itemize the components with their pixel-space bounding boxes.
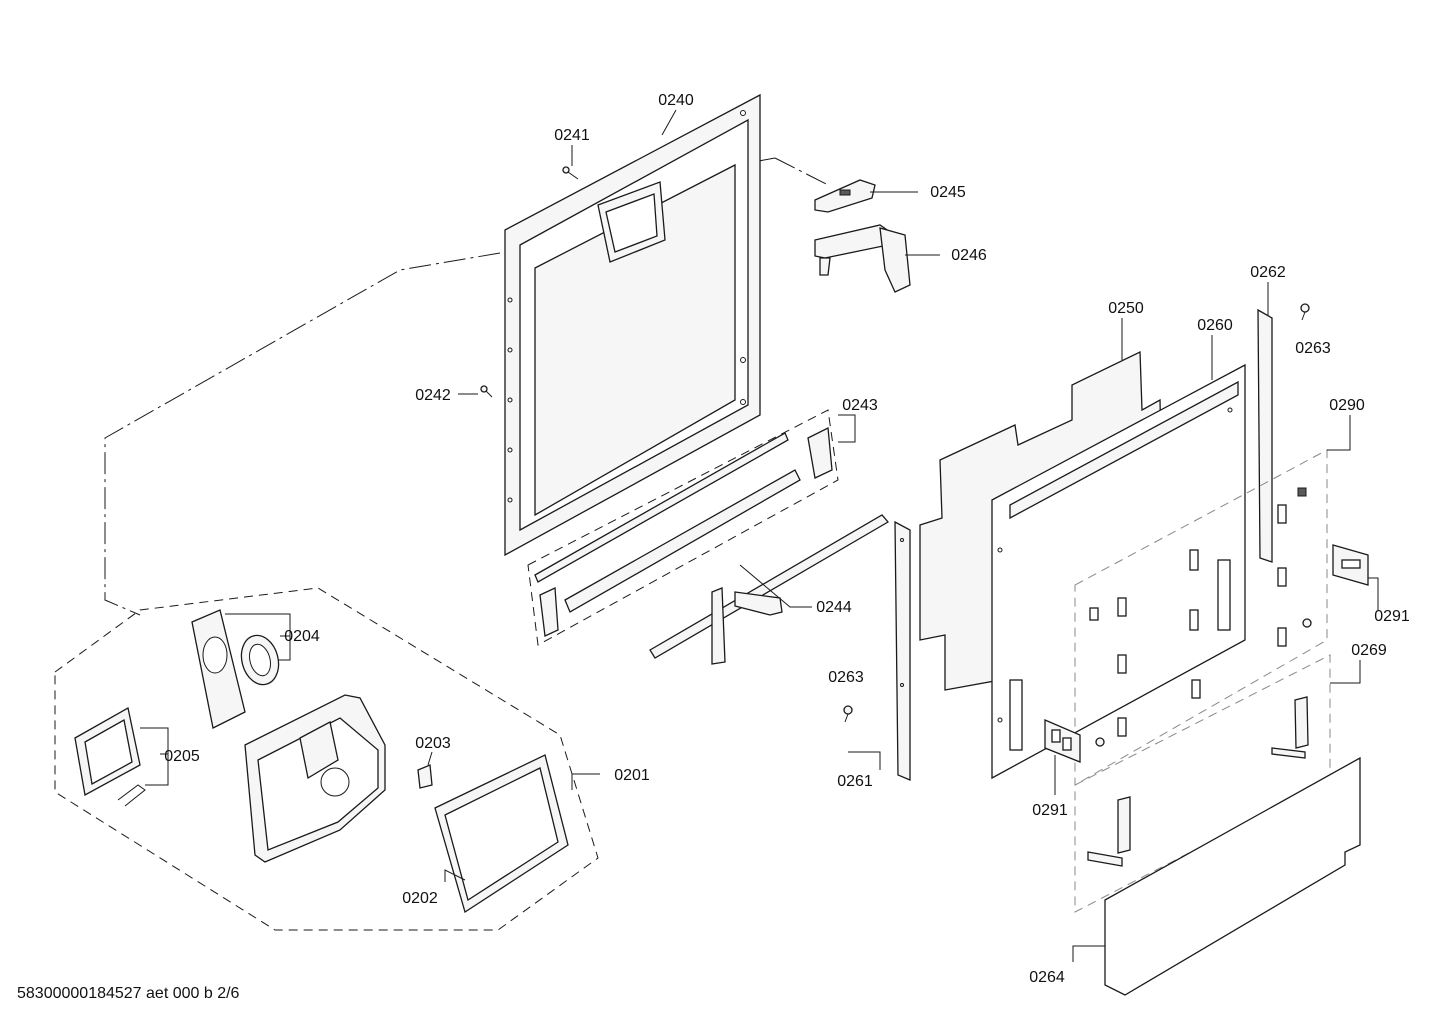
- callout-0263-lower: 0263: [828, 669, 864, 686]
- clip-0291-right-part: [1332, 544, 1369, 586]
- callout-0261: 0261: [837, 773, 873, 790]
- kick-plate-part-0264: [1104, 756, 1361, 996]
- clip-0291-left-part: [1044, 719, 1081, 763]
- callout-0205: 0205: [164, 748, 200, 765]
- callout-0202: 0202: [402, 890, 438, 907]
- cable-holder-part-0269: [1087, 696, 1309, 867]
- callout-0240: 0240: [658, 92, 694, 109]
- document-code: 58300000184527 aet 000 b 2/6: [17, 985, 240, 1002]
- callout-0243: 0243: [842, 397, 878, 414]
- callout-0242: 0242: [415, 387, 451, 404]
- callout-0260: 0260: [1197, 317, 1233, 334]
- seal-ring-part-0204: [240, 634, 280, 686]
- side-strip-part-0261: [894, 520, 911, 781]
- control-module-group-outline: [54, 587, 599, 931]
- callout-0204: 0204: [284, 628, 320, 645]
- switch-0203-part: [417, 764, 433, 789]
- callout-0269: 0269: [1351, 642, 1387, 659]
- handle-bracket-part-0246: [814, 224, 911, 293]
- callout-0201: 0201: [614, 767, 650, 784]
- callout-0263-upper: 0263: [1295, 340, 1331, 357]
- leader-lines: [140, 109, 1379, 962]
- callout-0241: 0241: [554, 127, 590, 144]
- rail-part-0244: [649, 514, 890, 665]
- recess-slots-part: [1089, 487, 1312, 747]
- display-holder-part-0204: [191, 609, 246, 729]
- outer-door-panel-part-0260: [991, 363, 1246, 780]
- screw-0263-upper-part: [1300, 303, 1310, 321]
- screw-0241-part: [562, 166, 579, 180]
- screw-0263-lower-part: [843, 705, 853, 723]
- control-module-housing-part: [244, 694, 386, 863]
- callout-0203: 0203: [415, 735, 451, 752]
- callout-0244: 0244: [816, 599, 852, 616]
- side-strip-part-0262: [1257, 308, 1273, 563]
- handle-part-0245: [814, 179, 876, 213]
- assembly-guide-line: [104, 252, 501, 616]
- inner-door-frame-part: [504, 93, 761, 557]
- callout-0290: 0290: [1329, 397, 1365, 414]
- callout-0262: 0262: [1250, 264, 1286, 281]
- recess-group-outline-0290: [1074, 449, 1328, 786]
- callout-0291-right: 0291: [1374, 608, 1410, 625]
- sealing-frame-part-0202: [434, 754, 569, 914]
- electronic-board-part-0205: [74, 706, 146, 807]
- hinge-strip-part: [534, 426, 833, 637]
- callout-0250: 0250: [1108, 300, 1144, 317]
- callout-0291-left: 0291: [1032, 802, 1068, 819]
- hinge-strip-group-outline: [527, 409, 839, 646]
- callout-0264: 0264: [1029, 969, 1065, 986]
- callout-0245: 0245: [930, 184, 966, 201]
- screw-0242-part: [480, 385, 493, 398]
- callout-0246: 0246: [951, 247, 987, 264]
- assembly-guide-line-handle-2: [774, 157, 831, 187]
